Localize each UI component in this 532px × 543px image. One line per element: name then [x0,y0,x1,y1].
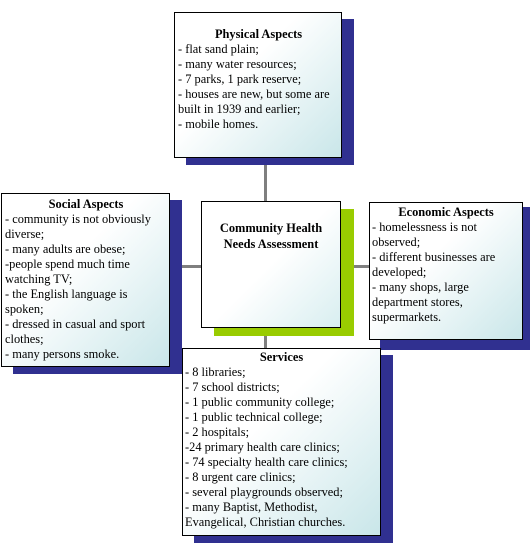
services-item: - 8 urgent care clinics; [185,470,296,484]
services-item: - 8 libraries; [185,365,246,379]
services-item: - 2 hospitals; [185,425,250,439]
services-item: - 7 school districts; [185,380,280,394]
physical-item: - flat sand plain; [178,42,259,56]
connector-bottom [264,328,267,349]
physical-aspects-title: Physical Aspects [214,27,303,41]
services-item: - many Baptist, Methodist, Evangelical, … [185,500,346,529]
economic-item: - homelessness is not observed; [372,220,477,249]
services-item: - 74 specialty health care clinics; [185,455,348,469]
services-item: - several playgrounds observed; [185,485,343,499]
social-item: - many adults are obese; [5,242,126,256]
connector-left [170,265,202,268]
services-title: Services [259,350,304,364]
services-item: - 1 public community college; [185,395,335,409]
social-item: - community is not obviously diverse; [5,212,151,241]
center-box: Community Health Needs Assessment [201,201,341,328]
connector-right [340,265,370,268]
economic-item: - different businesses are developed; [372,250,496,279]
social-aspects-box: Social Aspects - community is not obviou… [1,193,170,367]
center-title: Community Health Needs Assessment [219,221,323,251]
physical-item: - mobile homes. [178,117,259,131]
economic-aspects-title: Economic Aspects [398,205,494,219]
services-box: Services - 8 libraries; - 7 school distr… [182,348,381,536]
social-aspects-title: Social Aspects [48,197,124,211]
physical-item: - 7 parks, 1 park reserve; [178,72,302,86]
physical-item: - many water resources; [178,57,297,71]
social-item: - many persons smoke. [5,347,120,361]
economic-item: - many shops, large department stores, s… [372,280,469,324]
economic-aspects-box: Economic Aspects - homelessness is not o… [369,202,523,340]
social-item: - dressed in casual and sport clothes; [5,317,146,346]
connector-top [264,158,267,202]
social-item: - the English language is spoken; [5,287,128,316]
services-item: -24 primary health care clinics; [185,440,340,454]
physical-item: - houses are new, but some are built in … [178,87,330,116]
social-item: -people spend much time watching TV; [5,257,130,286]
services-item: - 1 public technical college; [185,410,323,424]
physical-aspects-box: Physical Aspects - flat sand plain; - ma… [174,12,342,158]
